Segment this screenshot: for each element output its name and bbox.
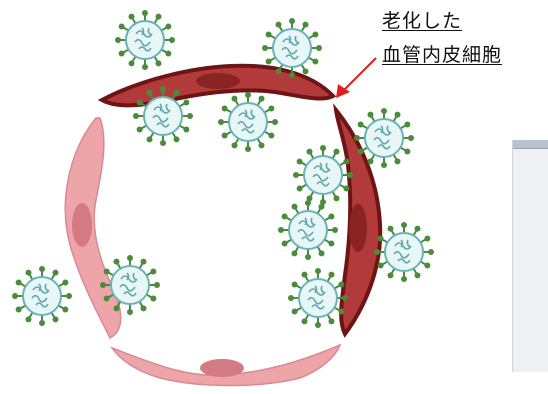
normal-cell-bottom: [112, 345, 340, 386]
label-endothelial-cell: 血管内皮細胞: [382, 40, 502, 67]
coronavirus-icon: [374, 222, 434, 282]
inset-panel: [512, 140, 548, 372]
coronavirus-icon: [278, 200, 338, 260]
coronavirus-icon: [12, 266, 72, 326]
coronavirus-icon: [293, 145, 353, 205]
inset-panel-bar: [513, 140, 548, 149]
normal-cell-left: [65, 118, 120, 338]
arrow-icon: [336, 58, 376, 98]
coronavirus-icon: [288, 268, 348, 328]
coronavirus-icon: [218, 92, 278, 152]
label-aged: 老化した: [382, 6, 462, 33]
aged-cell-top: [102, 66, 333, 106]
coronavirus-icon: [115, 10, 175, 70]
